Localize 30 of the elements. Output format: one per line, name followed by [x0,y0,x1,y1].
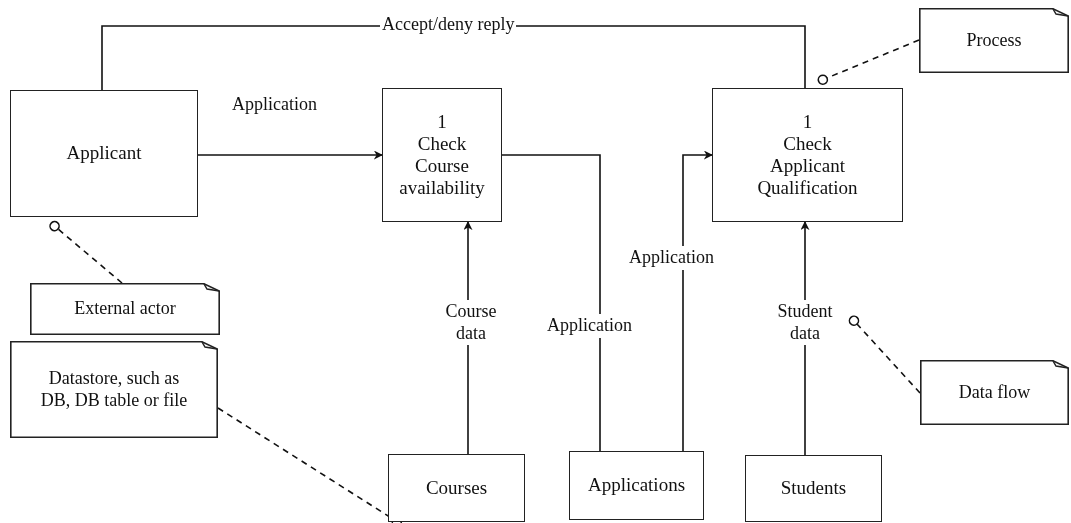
node-label: Courses [425,476,488,500]
node-label: Applications [587,474,686,497]
process-box [382,88,502,222]
datastore-box [569,451,704,520]
arrow [197,150,383,160]
leader-line [817,39,920,85]
node-label: Check Course availability [398,132,486,200]
node-label: Datastore, such as DB, DB table or file [39,368,189,411]
node-label: Applicant [66,142,142,165]
node-label: Data flow [958,381,1031,403]
node-label: Students [780,477,847,500]
leader-line [848,315,921,394]
process-number: 1 [802,110,813,133]
datastore-box [745,455,882,522]
process-box [712,88,903,222]
external-entity-box [10,90,198,217]
edge-label: Application [545,314,634,338]
note-box [30,283,220,335]
note-box [10,341,218,438]
node-label: External actor [74,298,176,320]
note-box [920,360,1069,425]
edge-label: Application [627,246,716,270]
node-label: Process [966,29,1022,51]
datastore-box [388,454,525,522]
note-box [919,8,1069,73]
leader-line [49,220,123,284]
process-number: 1 [437,110,447,133]
node-label: Check Applicant Qualification [756,132,859,200]
arrow [682,150,713,452]
edge-label: Application [231,93,318,116]
